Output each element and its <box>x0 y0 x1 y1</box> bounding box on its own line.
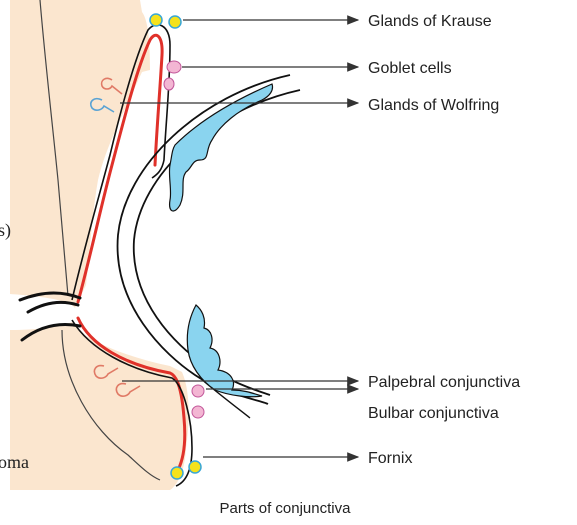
lower-blue-region <box>187 305 262 397</box>
goblet-cell <box>192 406 204 418</box>
label-glands-of-wolfring: Glands of Wolfring <box>368 97 499 114</box>
upper-eyelid-tissue <box>10 0 150 308</box>
label-goblet-cells: Goblet cells <box>368 60 452 77</box>
krause-gland <box>150 14 162 26</box>
label-fornix: Fornix <box>368 450 412 467</box>
goblet-cell <box>192 385 204 397</box>
globe-inner-arc <box>134 90 300 395</box>
edge-fragment-upper: s) <box>0 220 11 241</box>
label-palpebral-conjunctiva: Palpebral conjunctiva <box>368 374 520 391</box>
goblet-cell <box>164 78 174 90</box>
figure-caption: Parts of conjunctiva <box>220 500 352 517</box>
krause-gland <box>189 461 201 473</box>
label-bulbar-conjunctiva: Bulbar conjunctiva <box>368 405 499 422</box>
edge-fragment-lower: oma <box>0 452 29 472</box>
krause-gland <box>171 467 183 479</box>
goblet-cell <box>167 61 181 73</box>
krause-gland <box>169 16 181 28</box>
label-glands-of-krause: Glands of Krause <box>368 13 492 30</box>
